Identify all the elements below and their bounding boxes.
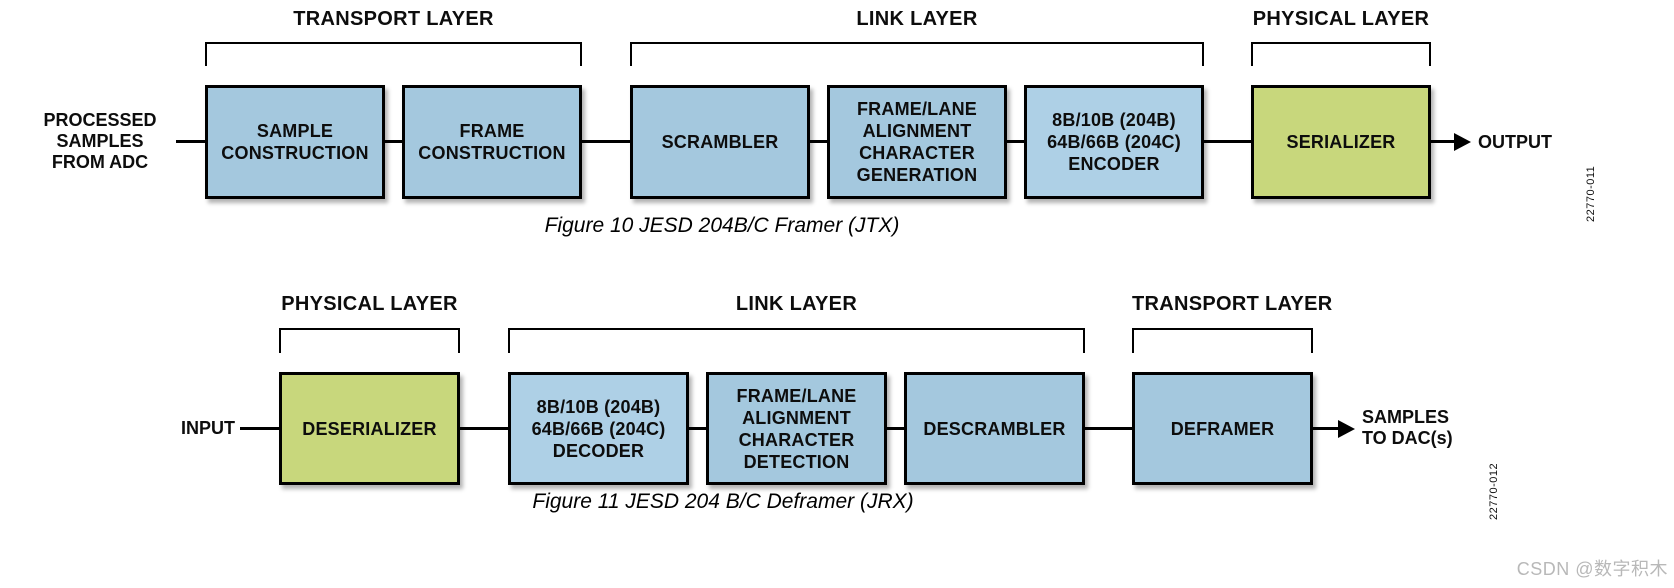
block-scrambler: SCRAMBLER	[630, 85, 810, 199]
framer-part-number: 22770-011	[1585, 165, 1597, 222]
deframer-output-label: SAMPLES TO DAC(s)	[1362, 407, 1453, 448]
block-serializer: SERIALIZER	[1251, 85, 1431, 199]
deframer-transport-layer-bracket	[1132, 328, 1313, 353]
deframer-caption: Figure 11 JESD 204 B/C Deframer (JRX)	[532, 490, 914, 513]
deframer-link-layer-bracket	[508, 328, 1085, 353]
block-frame-lane-alignment-character-detection: FRAME/LANE ALIGNMENT CHARACTER DETECTION	[706, 372, 887, 485]
block-sample-construction: SAMPLE CONSTRUCTION	[205, 85, 385, 199]
deframer-input-label: INPUT	[181, 418, 235, 438]
csdn-watermark: CSDN @数字积木	[1516, 559, 1668, 579]
block-8b10b-64b66b-encoder: 8B/10B (204B) 64B/66B (204C) ENCODER	[1024, 85, 1204, 199]
deframer-transport-layer-label: TRANSPORT LAYER	[1132, 293, 1333, 315]
framer-output-label: OUTPUT	[1478, 132, 1552, 152]
signal-line	[1007, 140, 1024, 143]
signal-line	[240, 427, 279, 430]
signal-line	[1313, 427, 1340, 430]
framer-source-label: PROCESSED SAMPLES FROM ADC	[43, 110, 157, 172]
framer-physical-layer-label: PHYSICAL LAYER	[1252, 8, 1430, 30]
framer-caption: Figure 10 JESD 204B/C Framer (JTX)	[544, 214, 900, 237]
signal-line	[582, 140, 630, 143]
block-8b10b-64b66b-decoder: 8B/10B (204B) 64B/66B (204C) DECODER	[508, 372, 689, 485]
signal-line	[689, 427, 706, 430]
signal-line	[1431, 140, 1456, 143]
signal-line	[1085, 427, 1132, 430]
block-descrambler: DESCRAMBLER	[904, 372, 1085, 485]
block-deframer: DEFRAMER	[1132, 372, 1313, 485]
block-frame-lane-alignment-character-generation: FRAME/LANE ALIGNMENT CHARACTER GENERATIO…	[827, 85, 1007, 199]
signal-line	[460, 427, 508, 430]
signal-line	[887, 427, 904, 430]
framer-physical-layer-bracket	[1251, 42, 1431, 66]
signal-line	[385, 140, 402, 143]
block-frame-construction: FRAME CONSTRUCTION	[402, 85, 582, 199]
signal-line	[810, 140, 827, 143]
samples-arrowhead-icon	[1338, 420, 1355, 438]
framer-transport-layer-label: TRANSPORT LAYER	[293, 8, 494, 30]
framer-transport-layer-bracket	[205, 42, 582, 66]
output-arrowhead-icon	[1454, 133, 1471, 151]
deframer-physical-layer-bracket	[279, 328, 460, 353]
signal-line	[1204, 140, 1251, 143]
deframer-physical-layer-label: PHYSICAL LAYER	[281, 293, 458, 315]
block-deserializer: DESERIALIZER	[279, 372, 460, 485]
framer-link-layer-label: LINK LAYER	[856, 8, 978, 30]
deframer-link-layer-label: LINK LAYER	[735, 293, 858, 315]
deframer-part-number: 22770-012	[1488, 462, 1500, 520]
signal-line	[176, 140, 205, 143]
framer-link-layer-bracket	[630, 42, 1204, 66]
